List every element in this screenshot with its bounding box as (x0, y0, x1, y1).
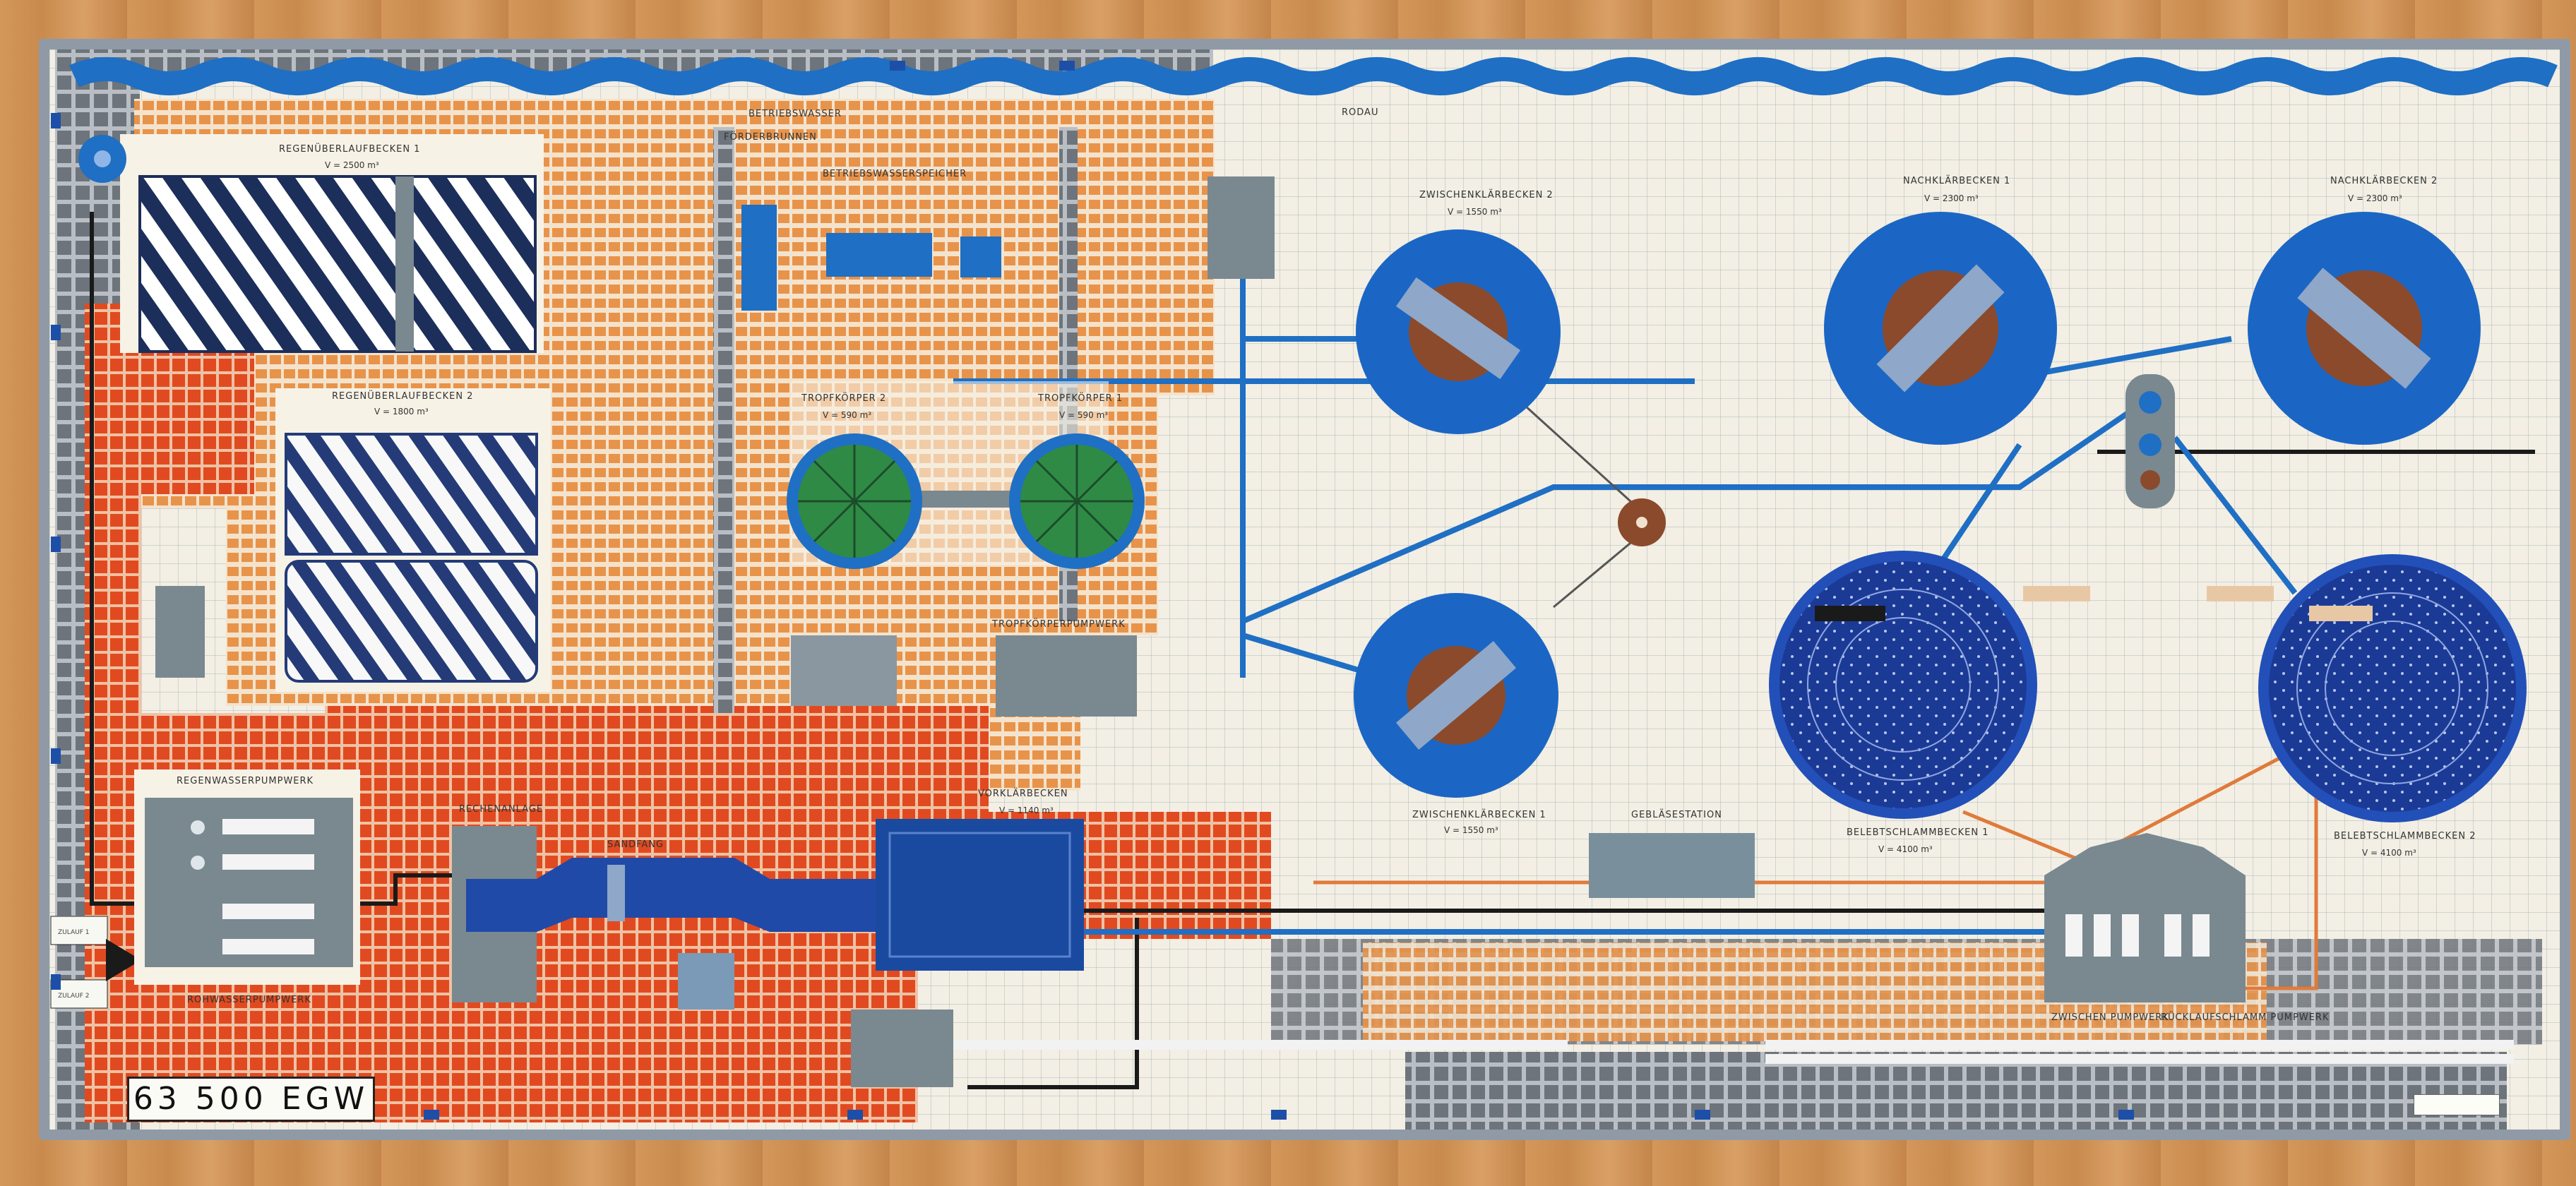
storm-tank-1-title: REGENÜBERLAUFBECKEN 1 (279, 143, 420, 155)
thin-lines (1524, 405, 1640, 609)
aeration-tank-2-title: BELEBTSCHLAMMBECKEN 2 (2334, 831, 2476, 841)
screening-plant-label: RECHENANLAGE (459, 804, 543, 815)
grit-chamber-label: SANDFANG (607, 839, 664, 850)
trickling-filter-1-title: TROPFKÖRPER 1 (1037, 392, 1123, 404)
aeration-tank-2 (2258, 554, 2527, 822)
trickling-filter-pump-label: TROPFKÖRPERPUMPWERK (991, 618, 1126, 630)
inlet-1-label: ZULAUF 1 (58, 929, 89, 936)
white-pipes (946, 1040, 2514, 1064)
inlet-1-box (50, 916, 108, 945)
mounting-brackets (51, 61, 2134, 1120)
capacity-plate: 63 500 EGW (127, 1077, 375, 1122)
final-clarifier-2-title: NACHKLÄRBECKEN 2 (2330, 175, 2438, 186)
river-label: RODAU (1342, 107, 1378, 118)
intermediate-clarifier-1-title: ZWISCHENKLÄRBECKEN 1 (1412, 809, 1546, 820)
control-building (1208, 176, 1275, 279)
overflow-chamber (155, 586, 205, 678)
trickling-filter-1 (1009, 433, 1145, 569)
storm-tank-2-volume: V = 1800 m³ (374, 407, 429, 417)
final-clarifier-1-title: NACHKLÄRBECKEN 1 (1903, 175, 2010, 186)
trickling-filter-1-volume: V = 590 m³ (1059, 410, 1108, 420)
aeration-tank-1-volume: V = 4100 m³ (1878, 844, 1933, 854)
aeration-2-gate (2207, 586, 2274, 601)
final-clarifier-2-volume: V = 2300 m³ (2348, 193, 2402, 203)
storm-tank-1-volume: V = 2500 m³ (325, 160, 379, 170)
service-water-tank (826, 233, 932, 277)
blue-pipes (953, 226, 2298, 935)
final-clarifier-1-volume: V = 2300 m³ (1924, 193, 1979, 203)
aeration-tank-2-volume: V = 4100 m³ (2362, 848, 2416, 858)
inlet-2-label: ZULAUF 2 (58, 993, 89, 1000)
intermediate-clarifier-1 (1354, 593, 1558, 798)
sand-classifier (678, 953, 734, 1010)
supply-well-label: FÖRDERBRUNNEN (724, 131, 817, 143)
trickling-filter-2-volume: V = 590 m³ (823, 410, 871, 420)
return-sludge-pump-label: RÜCKLAUFSCHLAMM PUMPWERK (2161, 1011, 2330, 1023)
river-rodau (69, 57, 2558, 95)
storm-tank-2-upper (285, 433, 538, 556)
middle-cage-column (713, 127, 734, 713)
intermediate-clarifier-2 (1356, 229, 1561, 434)
aeration-1-gate (2023, 586, 2090, 601)
sludge-pump-house (851, 1010, 953, 1087)
intermediate-clarifier-2-volume: V = 1550 m³ (1448, 207, 1502, 217)
intermediate-clarifier-1-volume: V = 1550 m³ (1444, 825, 1498, 835)
storm-tank-2-title: REGENÜBERLAUFBECKEN 2 (332, 390, 473, 402)
final-clarifier-1 (1824, 212, 2057, 445)
aeration-tank-1 (1769, 551, 2037, 819)
storm-tank-1-divider (395, 176, 414, 352)
service-water-tank-2 (960, 236, 1001, 277)
primary-clarifier (876, 819, 1084, 971)
intermediate-clarifier-2-title: ZWISCHENKLÄRBECKEN 2 (1419, 189, 1554, 200)
pipe-network (90, 212, 2535, 1089)
bottom-cage-strip (1405, 1052, 2507, 1130)
trickling-filter-2 (787, 433, 922, 569)
storm-tank-2-lower (285, 560, 538, 683)
raw-water-pump-label: ROHWASSERPUMPWERK (187, 995, 311, 1005)
service-water-label: BETRIEBSWASSER (749, 109, 842, 119)
blower-station-label: GEBLÄSESTATION (1631, 809, 1722, 820)
blower-station (1589, 833, 1755, 898)
supply-well (741, 205, 777, 311)
trickling-filter-pump-station (996, 635, 1137, 717)
storm-tank-1 (138, 175, 537, 353)
primary-clarifier-title: VORKLÄRBECKEN (978, 788, 1068, 799)
inlet-arrow (106, 939, 141, 981)
stormwater-pump-label: REGENWASSERPUMPWERK (177, 776, 314, 786)
final-clarifier-2 (2248, 212, 2481, 445)
primary-clarifier-volume: V = 1140 m³ (999, 805, 1054, 815)
pump-station-small (791, 635, 897, 706)
trickling-filter-2-title: TROPFKÖRPER 2 (801, 392, 886, 404)
intermediate-pump-station-label: ZWISCHEN PUMPWERK (2051, 1012, 2169, 1023)
signature-plate (2414, 1094, 2500, 1115)
grit-chamber (466, 858, 883, 932)
service-water-storage-label: BETRIEBSWASSERSPEICHER (823, 169, 967, 179)
aeration-tank-1-title: BELEBTSCHLAMMBECKEN 1 (1847, 827, 1989, 838)
